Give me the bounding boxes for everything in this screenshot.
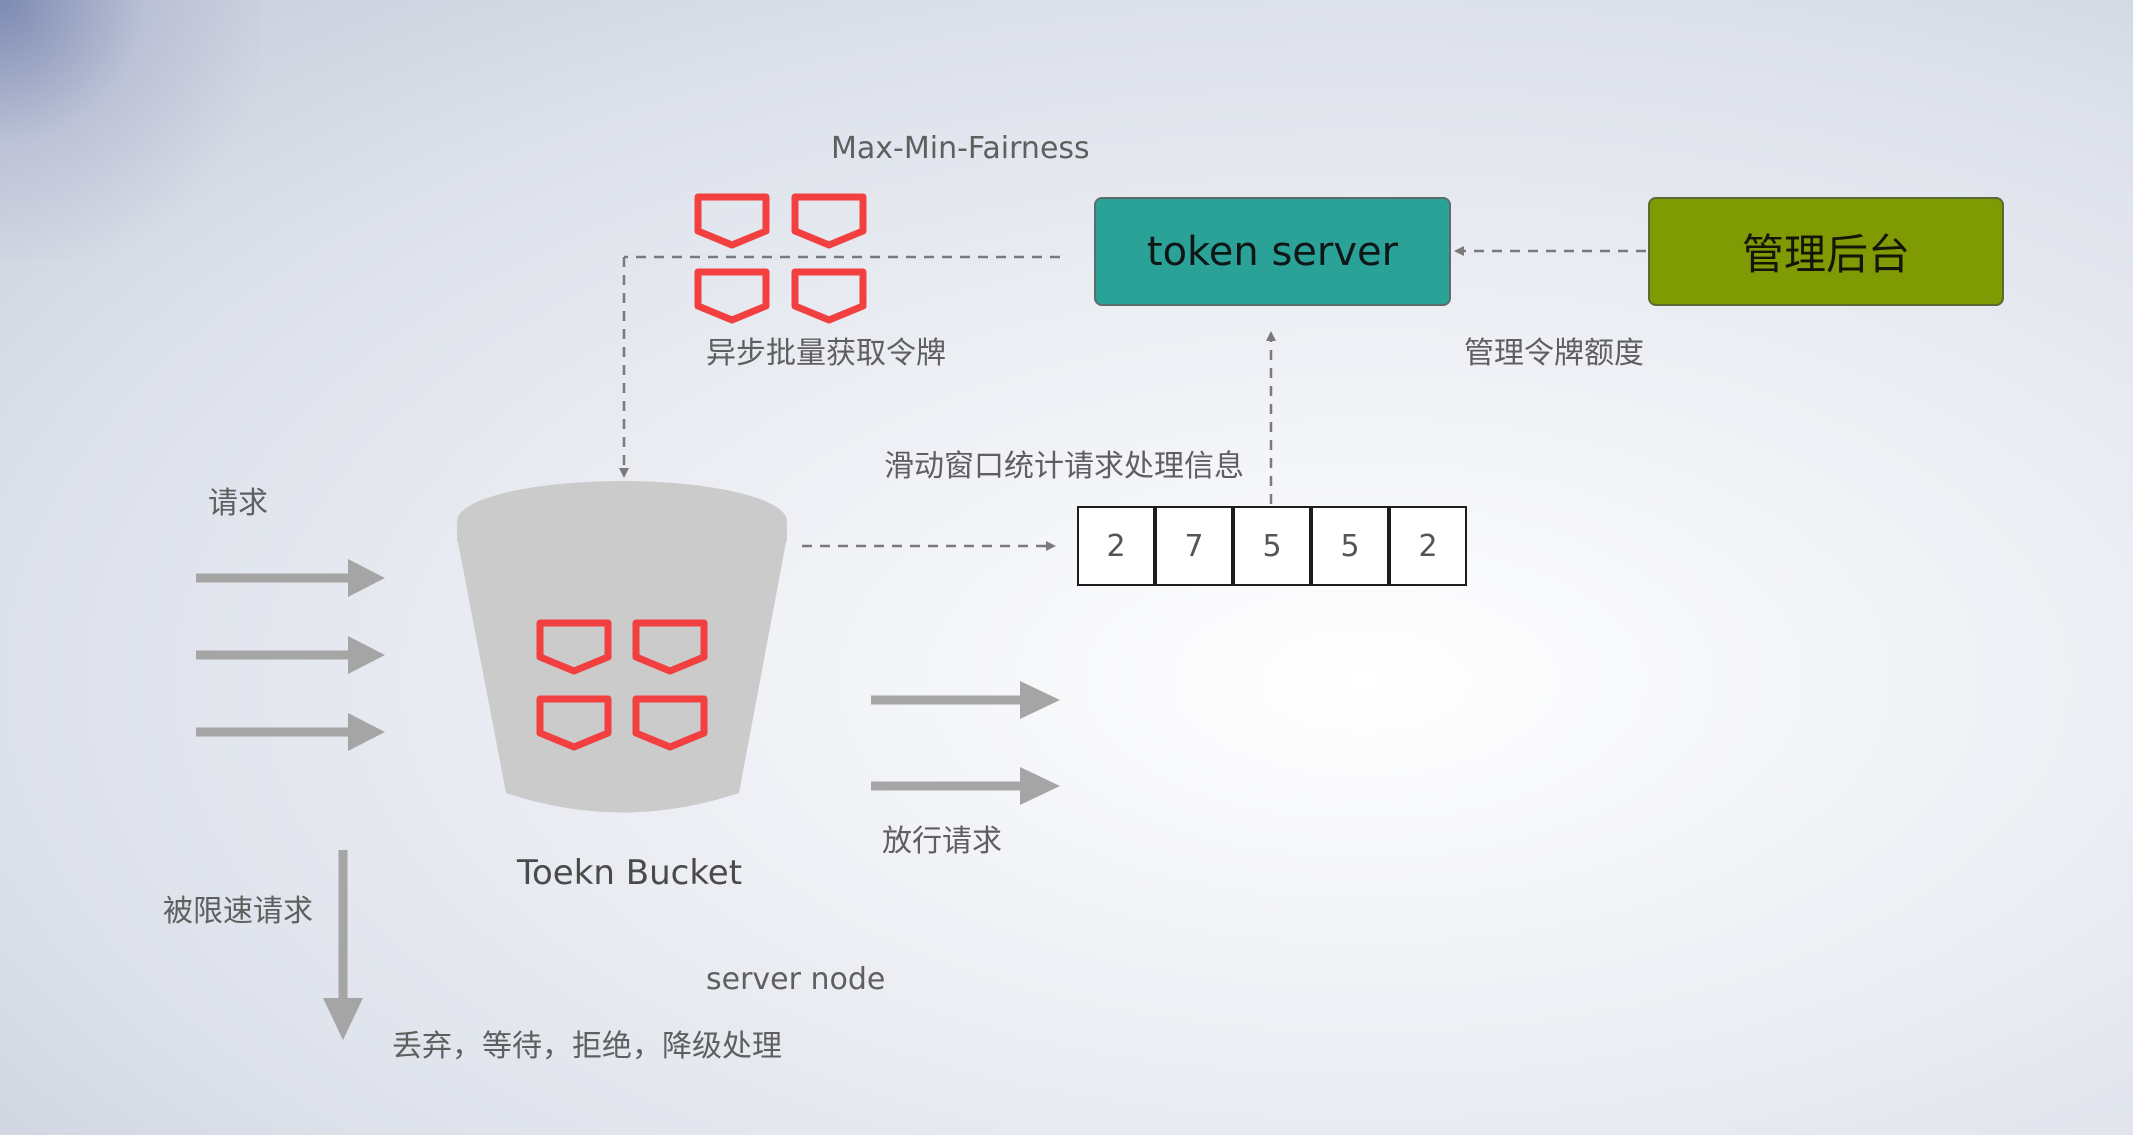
token-icon xyxy=(698,272,766,320)
window-cell: 7 xyxy=(1155,506,1233,586)
bucket-icon xyxy=(457,481,787,813)
window-cell: 2 xyxy=(1077,506,1155,586)
outcomes-label: 丢弃，等待，拒绝，降级处理 xyxy=(392,1029,782,1064)
token-fetch-connector xyxy=(619,255,1060,478)
token-group-top xyxy=(698,197,863,320)
window-cell-value: 2 xyxy=(1106,528,1126,564)
window-cell: 2 xyxy=(1389,506,1467,586)
incoming-request-arrows xyxy=(196,559,385,751)
token-server-box: token server xyxy=(1094,197,1451,306)
window-cell: 5 xyxy=(1311,506,1389,586)
window-cell-value: 5 xyxy=(1262,528,1282,564)
async-fetch-label: 异步批量获取令牌 xyxy=(706,336,946,371)
pass-requests-label: 放行请求 xyxy=(882,824,1002,859)
bucket-label: Toekn Bucket xyxy=(517,853,743,893)
admin-console-box: 管理后台 xyxy=(1648,197,2004,306)
sliding-window-label: 滑动窗口统计请求处理信息 xyxy=(884,449,1244,484)
manage-quota-label: 管理令牌额度 xyxy=(1464,336,1644,371)
limited-request-arrow xyxy=(323,850,363,1040)
token-icon xyxy=(795,272,863,320)
fairness-label: Max-Min-Fairness xyxy=(831,131,1090,166)
token-icon xyxy=(698,197,766,245)
requests-label: 请求 xyxy=(208,486,268,521)
window-cell-value: 2 xyxy=(1418,528,1438,564)
window-cell-value: 7 xyxy=(1184,528,1204,564)
pass-request-arrows xyxy=(871,681,1060,805)
server-node-label: server node xyxy=(706,962,886,997)
limited-requests-label: 被限速请求 xyxy=(163,894,313,929)
window-cell: 5 xyxy=(1233,506,1311,586)
token-server-label: token server xyxy=(1146,228,1399,275)
background-corner-shade xyxy=(0,0,260,260)
admin-console-label: 管理后台 xyxy=(1741,230,1910,279)
window-cell-value: 5 xyxy=(1340,528,1360,564)
token-icon xyxy=(795,197,863,245)
